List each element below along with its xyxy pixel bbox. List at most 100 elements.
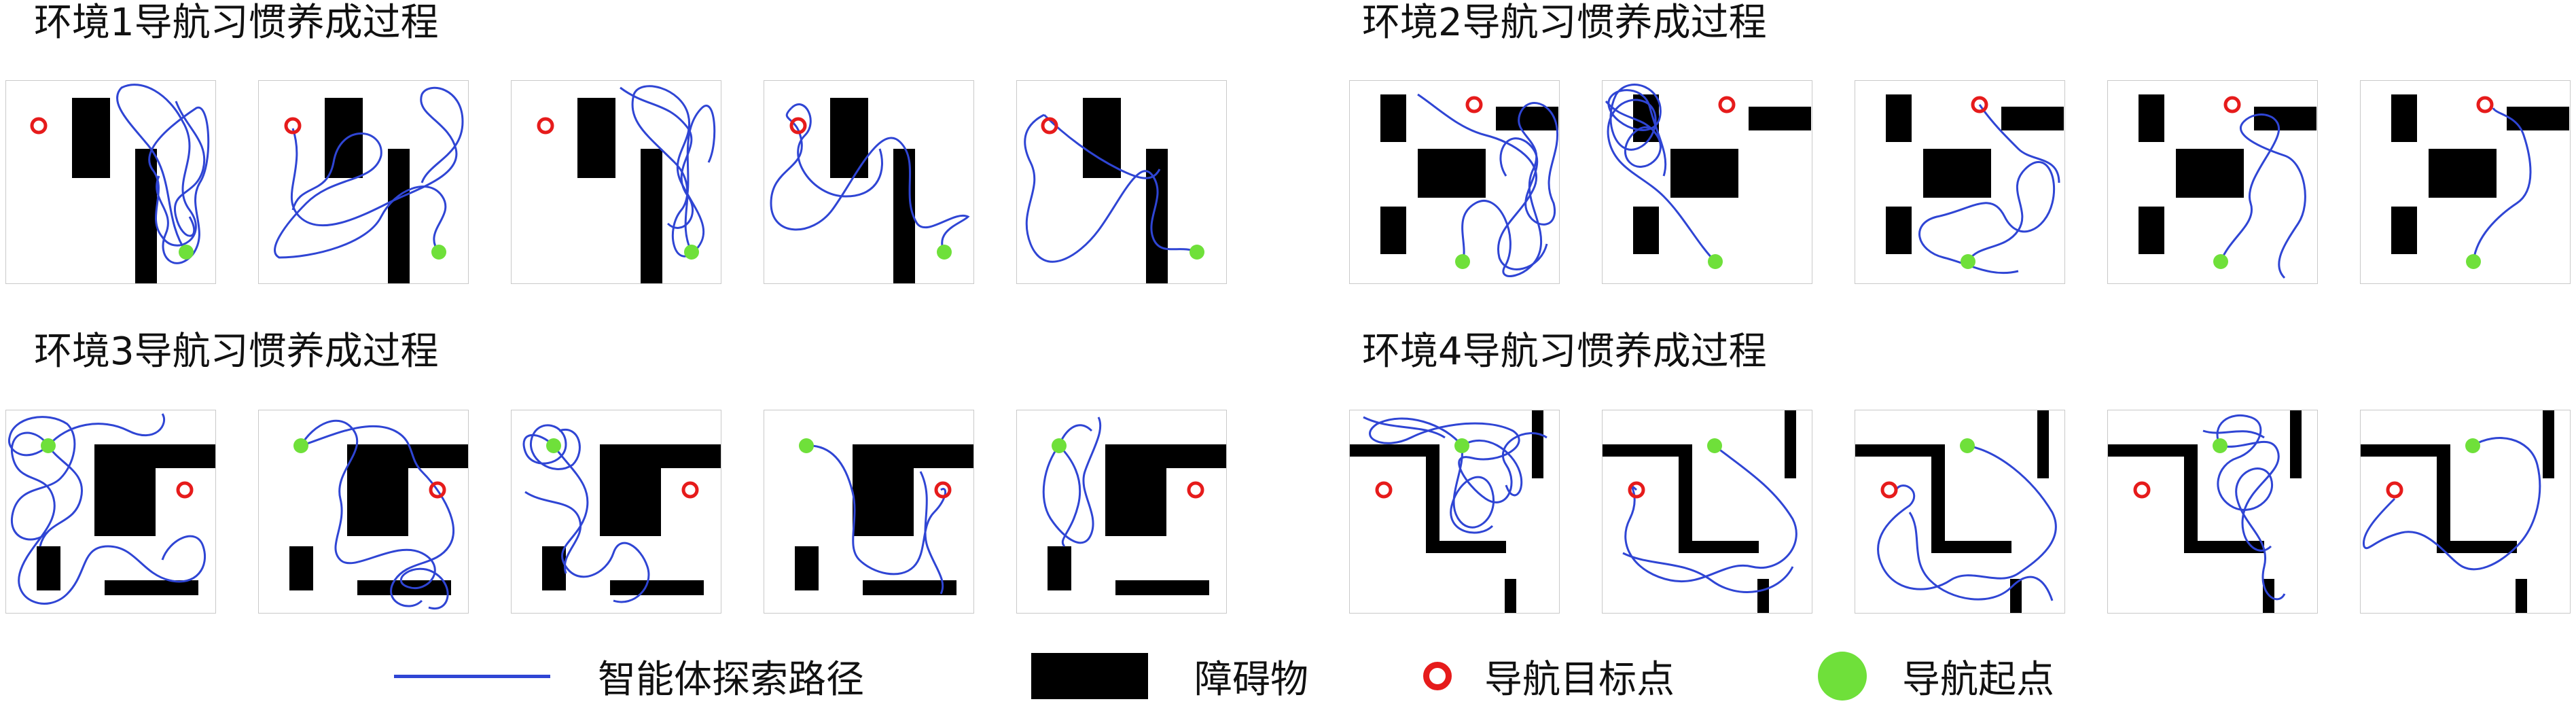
target-marker — [1718, 96, 1736, 113]
start-marker — [1052, 438, 1067, 453]
env1-panel-4 — [764, 80, 974, 284]
obstacle — [1749, 107, 1811, 130]
env2-panel-4 — [2107, 80, 2318, 284]
legend-item-obstacle: 障碍物 — [1031, 649, 1308, 703]
env4-panel-5-map — [2361, 410, 2554, 613]
obstacle — [2254, 107, 2316, 130]
env1-panel-5 — [1016, 80, 1227, 284]
start-marker — [1960, 438, 1975, 453]
obstacle — [2176, 149, 2244, 198]
target-marker — [1880, 481, 1898, 499]
obstacle — [1633, 207, 1659, 254]
obstacle — [1923, 149, 1991, 198]
legend-label-start: 导航起点 — [1902, 657, 2054, 702]
obstacle — [1426, 541, 1506, 553]
obstacle — [1855, 444, 1935, 457]
target-circle-icon — [1423, 662, 1452, 690]
obstacle — [357, 580, 451, 595]
group-title-env1: 环境1导航习惯养成过程 — [34, 1, 439, 45]
env2-panel-4-map — [2139, 94, 2316, 279]
env2-panel-3-map — [1886, 94, 2064, 275]
obstacle — [795, 546, 819, 590]
obstacle — [388, 149, 410, 283]
agent-path — [2219, 113, 2306, 279]
env1-panel-1 — [5, 80, 216, 284]
start-marker — [41, 438, 56, 453]
obstacle — [1603, 444, 1683, 457]
agent-path — [1450, 445, 1495, 534]
env1-panel-3-map — [537, 85, 716, 283]
start-marker — [1708, 254, 1723, 269]
agent-path — [2472, 107, 2532, 262]
obstacle — [2139, 207, 2164, 254]
obstacle — [853, 444, 914, 536]
start-marker — [2465, 438, 2480, 453]
obstacle — [830, 98, 868, 178]
obstacle — [1886, 94, 1912, 142]
agent-path — [620, 86, 694, 229]
obstacle — [2001, 107, 2064, 130]
start-marker — [1707, 438, 1722, 453]
agent-path — [2363, 437, 2541, 571]
obstacle — [2429, 149, 2497, 198]
agent-path — [1605, 101, 1662, 168]
obstacle — [1418, 149, 1486, 198]
obstacle — [37, 546, 60, 590]
obstacle — [1083, 98, 1121, 178]
legend-label-path: 智能体探索路径 — [598, 657, 864, 702]
obstacle — [2391, 207, 2417, 254]
target-marker — [2386, 481, 2403, 499]
agent-path — [39, 445, 84, 547]
agent-path — [1043, 113, 1161, 179]
start-marker — [2466, 254, 2481, 269]
target-marker — [1971, 96, 1988, 113]
env2-panel-5 — [2360, 80, 2571, 284]
obstacle — [1426, 444, 1439, 553]
obstacle — [1931, 444, 1945, 553]
obstacle — [1670, 149, 1738, 198]
agent-path — [11, 431, 207, 605]
obstacle — [2290, 410, 2302, 478]
agent-path — [1877, 444, 2057, 590]
env4-panel-5 — [2360, 410, 2571, 614]
agent-path — [173, 101, 206, 237]
obstacle — [863, 580, 956, 595]
env1-panel-1-map — [30, 84, 210, 283]
env4-panel-2 — [1602, 410, 1812, 614]
start-marker — [799, 438, 814, 453]
agent-path — [552, 445, 650, 603]
obstacle — [325, 98, 363, 178]
start-marker — [431, 245, 446, 260]
path-line-icon — [394, 674, 550, 678]
obstacle — [1115, 580, 1209, 595]
start-marker — [1189, 245, 1204, 260]
env4-panel-3 — [1855, 410, 2065, 614]
target-marker — [284, 117, 302, 135]
target-marker — [2223, 96, 2241, 113]
env1-panel-5-map — [1024, 98, 1204, 283]
target-marker — [1628, 481, 1645, 499]
env2-panel-5-map — [2391, 94, 2569, 269]
agent-path — [290, 86, 464, 227]
env3-panel-5-map — [1042, 417, 1226, 595]
target-marker — [429, 481, 446, 499]
obstacle — [1886, 207, 1912, 254]
obstacle — [1350, 444, 1430, 457]
legend-item-path: 智能体探索路径 — [394, 649, 864, 703]
legend-label-target: 导航目标点 — [1484, 657, 1675, 702]
agent-path — [116, 84, 210, 264]
agent-path — [1607, 84, 1717, 263]
target-marker — [934, 481, 952, 499]
obstacle — [1380, 207, 1406, 254]
obstacle — [1380, 94, 1406, 142]
agent-path — [2216, 414, 2286, 601]
obstacle — [94, 444, 156, 536]
env3-panel-2 — [258, 410, 469, 614]
obstacle — [2391, 94, 2417, 142]
env3-panel-3 — [511, 410, 721, 614]
start-marker — [937, 245, 952, 260]
obstacle — [2184, 444, 2198, 553]
start-marker — [684, 245, 699, 260]
agent-path — [1369, 417, 1548, 503]
env3-panel-5 — [1016, 410, 1227, 614]
